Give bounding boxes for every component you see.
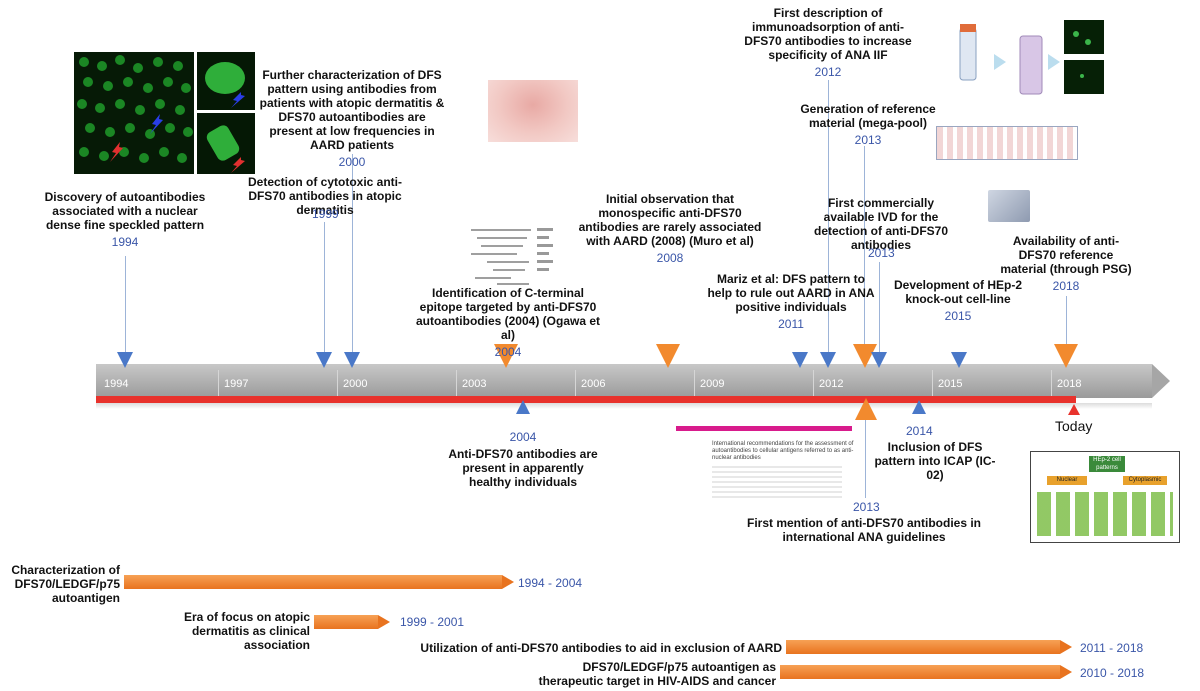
connector-line [864, 146, 865, 348]
tick-label: 1997 [224, 378, 249, 390]
tick-label: 2015 [938, 378, 963, 390]
event-marker-icon [820, 352, 836, 368]
icap-root-node: HEp-2 cell patterns [1089, 456, 1125, 472]
era-label-therapeutic: DFS70/LEDGF/p75 autoantigen as therapeut… [538, 660, 776, 688]
connector-line [865, 420, 866, 498]
connector-line [125, 256, 126, 352]
tick-label: 2006 [581, 378, 606, 390]
event-1999-year: 1999 [312, 207, 339, 221]
connector-line [1066, 296, 1067, 346]
tissue-staining-image [488, 80, 578, 142]
tick-label: 2003 [462, 378, 487, 390]
connector-line [324, 222, 325, 352]
tick-divider [694, 370, 695, 396]
event-marker-icon [316, 352, 332, 368]
event-2008: Initial observation that monospecific an… [578, 192, 762, 265]
guideline-document-title: International recommendations for the as… [712, 441, 854, 461]
tick-label: 2000 [343, 378, 368, 390]
iif-mitosis-image [197, 113, 255, 174]
tick-divider [932, 370, 933, 396]
tick-divider [456, 370, 457, 396]
connector-line [352, 154, 353, 352]
era-range-therapeutic: 2010 - 2018 [1080, 666, 1145, 680]
tick-divider [813, 370, 814, 396]
era-bar-exclusion [786, 640, 1060, 654]
timeline-red-band [96, 396, 1076, 403]
icap-tree-image: HEp-2 cell patterns Nuclear Cytoplasmic [1030, 451, 1180, 543]
event-2015: Development of HEp-2 knock-out cell-line… [893, 278, 1022, 323]
event-2013-megapool: Generation of reference material (mega-p… [800, 102, 936, 147]
iif-microscopy-image [74, 52, 194, 174]
event-2012: First description of immunoadsorption of… [744, 6, 912, 79]
event-marker-icon [912, 400, 926, 414]
era-range-characterization: 1994 - 2004 [518, 576, 583, 590]
tick-label: 2009 [700, 378, 725, 390]
event-marker-icon [344, 352, 360, 368]
reference-plate-image [936, 126, 1078, 160]
era-bar-therapeutic [780, 665, 1060, 679]
era-arrow-icon [502, 575, 514, 589]
event-2014-year: 2014 [906, 424, 933, 438]
event-2013-guidelines-year: 2013 [853, 500, 880, 514]
tick-divider [1051, 370, 1052, 396]
ivd-kit-image [988, 190, 1030, 222]
icap-cytoplasmic-node: Cytoplasmic [1123, 476, 1167, 485]
tick-divider [575, 370, 576, 396]
guideline-document-image: International recommendations for the as… [676, 426, 854, 506]
immunoadsorption-procedure-image [948, 14, 1108, 100]
era-label-exclusion: Utilization of anti-DFS70 antibodies to … [420, 641, 782, 655]
event-2013-ivd: First commercially available IVD for the… [813, 196, 948, 252]
connector-line [828, 80, 829, 352]
event-marker-icon [1054, 344, 1078, 368]
event-2013-guidelines: First mention of anti-DFS70 antibodies i… [746, 516, 981, 544]
timeline-axis [96, 364, 1152, 398]
event-2004-epitope: Identification of C-terminal epitope tar… [415, 286, 601, 359]
event-marker-icon [117, 352, 133, 368]
timeline-axis-arrow [1152, 364, 1170, 398]
event-marker-icon [792, 352, 808, 368]
era-range-exclusion: 2011 - 2018 [1080, 641, 1144, 655]
tick-divider [218, 370, 219, 396]
connector-line [879, 262, 880, 352]
era-arrow-icon [1060, 665, 1072, 679]
event-marker-icon [656, 344, 680, 368]
tick-label: 1994 [104, 378, 129, 390]
epitope-mapping-image [467, 224, 557, 288]
event-2011: Mariz et al: DFS pattern to help to rule… [707, 272, 875, 331]
era-label-characterization: Characterization of DFS70/LEDGF/p75 auto… [11, 563, 120, 605]
tick-divider [337, 370, 338, 396]
event-marker-icon [494, 344, 518, 368]
era-arrow-icon [378, 615, 390, 629]
event-2000: Further characterization of DFS pattern … [259, 68, 445, 169]
tick-label: 2012 [819, 378, 844, 390]
event-marker-icon [855, 398, 877, 420]
tick-label: 2018 [1057, 378, 1082, 390]
event-1999: Detection of cytotoxic anti-DFS70 antibo… [247, 175, 402, 217]
era-arrow-icon [1060, 640, 1072, 654]
era-bar-characterization [124, 575, 502, 589]
today-label: Today [1055, 418, 1093, 434]
event-marker-icon [951, 352, 967, 368]
event-2018: Availability of anti-DFS70 reference mat… [1000, 234, 1132, 293]
era-range-atopic: 1999 - 2001 [400, 615, 465, 629]
event-1994: Discovery of autoantibodies associated w… [44, 190, 206, 249]
era-bar-atopic [314, 615, 378, 629]
iif-cell-zoom-image [197, 52, 255, 110]
event-marker-icon [871, 352, 887, 368]
event-2013-ivd-year: 2013 [868, 246, 895, 260]
icap-nuclear-node: Nuclear [1047, 476, 1087, 485]
today-marker-icon [1068, 404, 1080, 415]
event-2014-icap: Inclusion of DFS pattern into ICAP (IC-0… [874, 440, 996, 482]
era-label-atopic: Era of focus on atopic dermatitis as cli… [183, 610, 310, 652]
event-marker-icon [516, 400, 530, 414]
timeline-shadow [96, 403, 1152, 409]
